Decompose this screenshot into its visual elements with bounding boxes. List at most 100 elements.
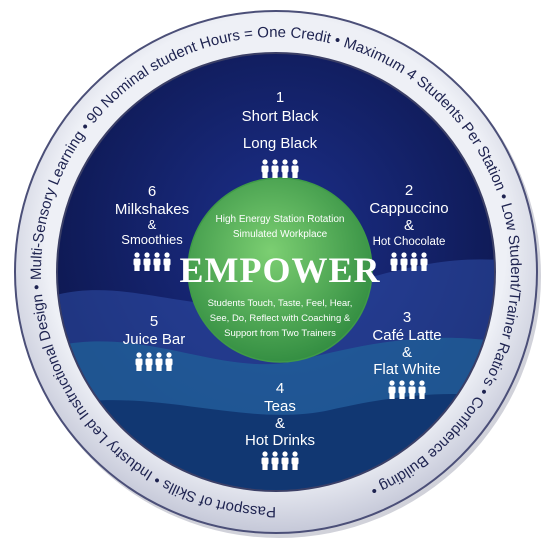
station-1: 1 Short Black Long Black (242, 89, 319, 178)
person-body (261, 457, 269, 465)
station-4-ampersand: & (275, 415, 285, 432)
person-head (292, 159, 298, 165)
person-legs (154, 265, 160, 271)
station-1-line-1: Short Black (242, 108, 319, 125)
station-3-line-2: Flat White (373, 361, 441, 378)
person-body (291, 165, 299, 173)
people-icon (261, 451, 299, 470)
person-legs (136, 365, 142, 371)
people-icon (390, 252, 428, 271)
person-body (143, 258, 151, 266)
person-head (154, 252, 160, 258)
center-bottom-line-2: See, Do, Reflect with Coaching & (210, 313, 351, 324)
person-body (155, 358, 163, 366)
station-2-ampersand: & (404, 217, 414, 234)
station-4-number: 4 (276, 380, 284, 397)
station-1-number: 1 (276, 89, 284, 106)
person-body (163, 258, 171, 266)
people-icon (133, 252, 171, 271)
person-legs (292, 464, 298, 470)
station-3: 3 Café Latte & Flat White (372, 309, 442, 399)
people-icon (388, 380, 426, 399)
station-3-number: 3 (403, 309, 411, 326)
station-1-line-2: Long Black (243, 135, 318, 152)
person-body (420, 258, 428, 266)
station-6: 6 Milkshakes & Smoothies (115, 183, 189, 271)
station-2-line-1: Cappuccino (369, 200, 448, 217)
person-legs (409, 393, 415, 399)
person-legs (272, 464, 278, 470)
person-head (401, 252, 407, 258)
person-body (281, 457, 289, 465)
person-body (400, 258, 408, 266)
person-head (391, 252, 397, 258)
station-4-line-1: Teas (264, 398, 296, 415)
person-body (271, 457, 279, 465)
person-legs (419, 393, 425, 399)
person-body (261, 165, 269, 173)
person-head (421, 252, 427, 258)
person-head (272, 159, 278, 165)
station-5: 5 Juice Bar (123, 313, 186, 371)
person-head (282, 159, 288, 165)
person-legs (401, 265, 407, 271)
station-2: 2 Cappuccino & Hot Chocolate (369, 182, 449, 271)
people-icon (135, 352, 173, 371)
station-6-line-2: Smoothies (121, 232, 183, 247)
person-legs (282, 172, 288, 178)
center-bottom-line-3: Support from Two Trainers (224, 328, 336, 339)
person-body (418, 386, 426, 394)
person-head (146, 352, 152, 358)
person-legs (262, 172, 268, 178)
person-body (133, 258, 141, 266)
person-legs (272, 172, 278, 178)
person-legs (146, 365, 152, 371)
person-legs (292, 172, 298, 178)
person-legs (421, 265, 427, 271)
person-legs (164, 265, 170, 271)
station-6-number: 6 (148, 183, 156, 200)
center-title: EMPOWER (180, 250, 381, 290)
person-body (165, 358, 173, 366)
station-6-ampersand: & (148, 217, 157, 232)
center-top-line-2: Simulated Workplace (233, 229, 328, 240)
station-3-line-1: Café Latte (372, 327, 441, 344)
station-5-line-1: Juice Bar (123, 331, 186, 348)
person-head (399, 380, 405, 386)
person-legs (389, 393, 395, 399)
person-head (262, 451, 268, 457)
person-head (166, 352, 172, 358)
person-body (410, 258, 418, 266)
person-body (390, 258, 398, 266)
person-head (156, 352, 162, 358)
person-legs (282, 464, 288, 470)
station-4: 4 Teas & Hot Drinks (245, 380, 315, 470)
station-2-line-2: Hot Chocolate (373, 236, 446, 248)
person-head (164, 252, 170, 258)
station-3-ampersand: & (402, 344, 412, 361)
person-head (134, 252, 140, 258)
person-legs (399, 393, 405, 399)
person-legs (166, 365, 172, 371)
person-body (145, 358, 153, 366)
person-body (291, 457, 299, 465)
station-2-number: 2 (405, 182, 413, 199)
person-head (389, 380, 395, 386)
person-body (153, 258, 161, 266)
person-legs (134, 265, 140, 271)
person-head (292, 451, 298, 457)
person-head (409, 380, 415, 386)
person-head (144, 252, 150, 258)
station-6-line-1: Milkshakes (115, 201, 189, 218)
person-head (419, 380, 425, 386)
person-body (281, 165, 289, 173)
center-bottom-line-1: Students Touch, Taste, Feel, Hear, (208, 298, 353, 309)
person-body (408, 386, 416, 394)
person-body (388, 386, 396, 394)
person-legs (156, 365, 162, 371)
person-head (262, 159, 268, 165)
center-top-line-1: High Energy Station Rotation (216, 214, 345, 225)
person-body (135, 358, 143, 366)
person-legs (411, 265, 417, 271)
